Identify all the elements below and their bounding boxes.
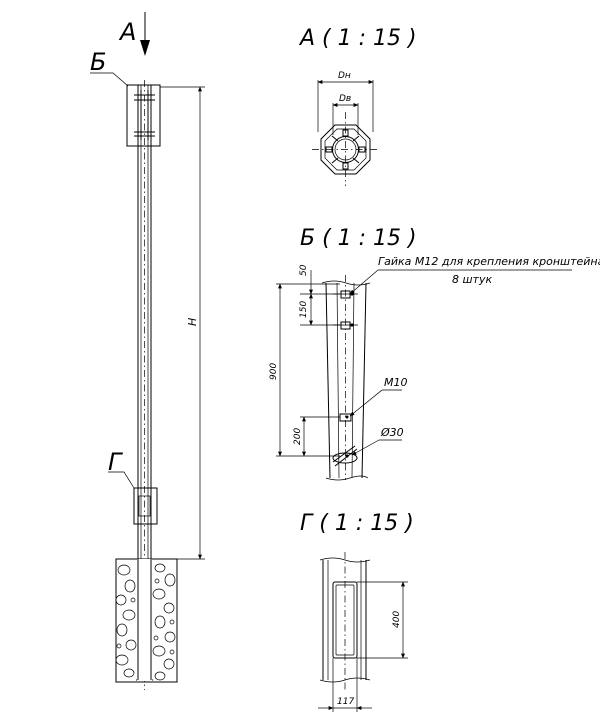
height-label: H — [186, 318, 199, 326]
label-b: Б — [90, 48, 106, 76]
door-hatch — [138, 495, 151, 517]
nut-note-line1: Гайка М12 для крепления кронштейна — [378, 255, 600, 268]
label-g: Г — [108, 448, 123, 476]
dim-117: 117 — [337, 697, 354, 707]
dim-150: 150 — [299, 301, 309, 318]
inner-diameter-label: Dв — [339, 94, 351, 104]
concrete-foundation — [115, 558, 178, 683]
label-g-leader — [108, 471, 135, 489]
dim-400: 400 — [392, 611, 402, 628]
main-pole-view: А Б Г H — [90, 12, 205, 690]
detail-g-frame — [133, 487, 158, 525]
octagon-outer — [320, 124, 371, 175]
detail-b-frame — [126, 84, 161, 147]
dim-50: 50 — [299, 264, 309, 276]
view-a-arrow — [140, 12, 150, 56]
detail-g: Г ( 1 : 15 ) 400 117 — [300, 511, 414, 712]
view-a-label: А — [118, 18, 136, 46]
detail-b-title: Б ( 1 : 15 ) — [300, 226, 417, 251]
detail-a-title: А ( 1 : 15 ) — [298, 26, 417, 51]
nut-note-leader — [349, 269, 379, 295]
detail-b-pole-left — [325, 282, 331, 479]
bolt-label: М10 — [384, 376, 408, 389]
top-bolts — [134, 90, 155, 140]
detail-b-dimensions — [276, 270, 340, 457]
bracket-lugs — [325, 129, 366, 170]
dim-200: 200 — [293, 428, 303, 445]
detail-a: А ( 1 : 15 ) Dн Dв — [298, 26, 417, 186]
detail-b-pole-right — [361, 282, 367, 479]
nut-note-line2: 8 штук — [452, 273, 492, 286]
detail-b: Б ( 1 : 15 ) — [269, 226, 600, 481]
hole-label: Ø30 — [380, 426, 404, 439]
m10-bolt — [339, 413, 352, 422]
label-b-leader — [90, 72, 129, 87]
door-opening — [332, 581, 358, 659]
dim-900: 900 — [269, 363, 279, 380]
detail-g-title: Г ( 1 : 15 ) — [300, 511, 414, 536]
outer-diameter-label: Dн — [338, 71, 351, 81]
